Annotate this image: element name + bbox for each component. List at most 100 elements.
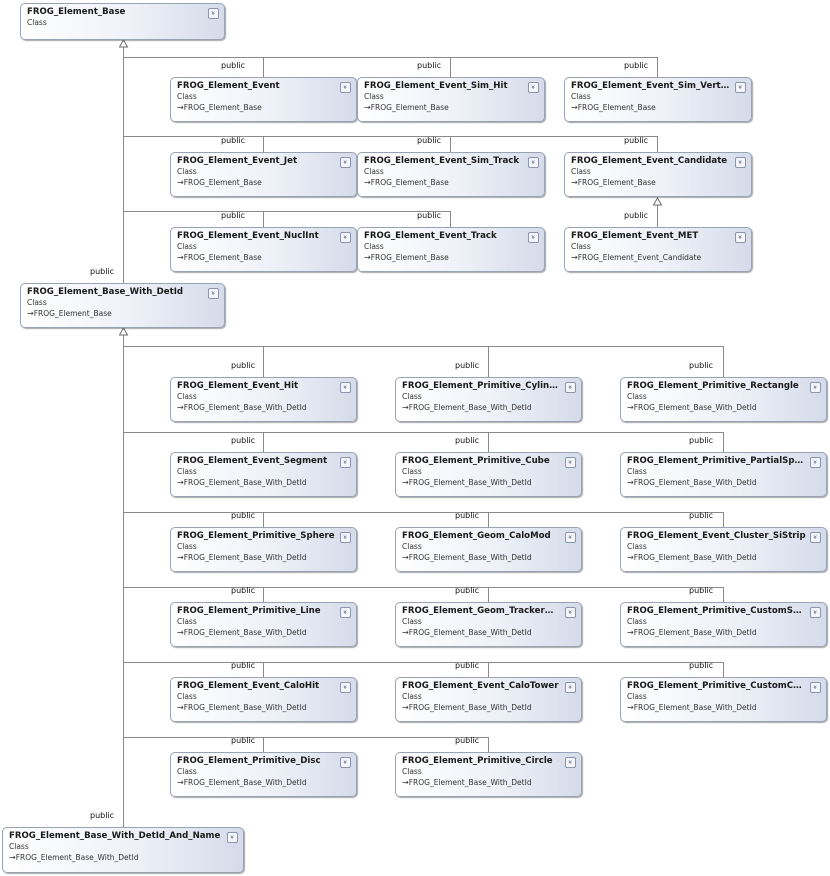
collapse-chevron-icon[interactable]: »: [810, 532, 821, 543]
relation-public-label: public: [455, 736, 480, 745]
base-class-name: FROG_Element_Base: [183, 253, 262, 262]
class-name: FROG_Element_Event_CaloTower: [402, 681, 559, 691]
relation-public-label: public: [231, 661, 256, 670]
collapse-chevron-icon[interactable]: »: [528, 157, 539, 168]
collapse-chevron-icon[interactable]: »: [528, 82, 539, 93]
collapse-chevron-icon[interactable]: »: [735, 232, 746, 243]
collapse-chevron-icon[interactable]: »: [227, 832, 238, 843]
base-class-name: FROG_Element_Base: [577, 103, 656, 112]
class-name: FROG_Element_Event_MET: [571, 231, 699, 241]
collapse-chevron-icon[interactable]: »: [565, 757, 576, 768]
base-class-name: FROG_Element_Base_With_DetId: [408, 703, 532, 712]
collapse-chevron-icon[interactable]: »: [340, 682, 351, 693]
collapse-chevron-icon[interactable]: »: [208, 288, 219, 299]
collapse-chevron-icon[interactable]: »: [528, 232, 539, 243]
base-class-name: FROG_Element_Base: [370, 253, 449, 262]
inherits-arrow-icon: →: [9, 853, 16, 862]
class-name: FROG_Element_Primitive_Sphere: [177, 531, 335, 541]
collapse-chevron-icon[interactable]: »: [340, 457, 351, 468]
inherits-arrow-icon: →: [627, 403, 634, 412]
collapse-chevron-icon[interactable]: »: [810, 457, 821, 468]
class-name: FROG_Element_Geom_CaloMod: [402, 531, 551, 541]
collapse-chevron-icon[interactable]: »: [565, 457, 576, 468]
base-class-ref: →FROG_Element_Base: [364, 102, 538, 113]
relation-public-label: public: [417, 61, 442, 70]
collapse-chevron-icon[interactable]: »: [208, 8, 219, 19]
class-stereotype: Class: [402, 542, 422, 551]
inherits-arrow-icon: →: [627, 628, 634, 637]
collapse-chevron-icon[interactable]: »: [810, 682, 821, 693]
base-class-name: FROG_Element_Base_With_DetId: [408, 778, 532, 787]
collapse-chevron-icon[interactable]: »: [340, 532, 351, 543]
inherits-arrow-icon: →: [177, 703, 184, 712]
relation-public-label: public: [689, 511, 714, 520]
relation-public-label: public: [231, 436, 256, 445]
collapse-chevron-icon[interactable]: »: [565, 607, 576, 618]
base-class-name: FROG_Element_Base_With_DetId: [633, 403, 757, 412]
relation-public-label: public: [624, 136, 649, 145]
collapse-chevron-icon[interactable]: »: [565, 532, 576, 543]
collapse-chevron-icon[interactable]: »: [735, 157, 746, 168]
collapse-chevron-icon[interactable]: »: [340, 232, 351, 243]
base-class-name: FROG_Element_Base: [577, 178, 656, 187]
base-class-name: FROG_Element_Base_With_DetId: [633, 703, 757, 712]
relation-public-label: public: [221, 136, 246, 145]
relation-public-label: public: [90, 811, 115, 820]
collapse-chevron-icon[interactable]: »: [340, 157, 351, 168]
base-class-ref: →FROG_Element_Base_With_DetId: [627, 627, 820, 638]
collapse-chevron-icon[interactable]: »: [810, 607, 821, 618]
collapse-chevron-icon[interactable]: »: [565, 682, 576, 693]
class-stereotype: Class: [27, 18, 47, 27]
base-class-name: FROG_Element_Base_With_DetId: [633, 478, 757, 487]
collapse-chevron-icon[interactable]: »: [340, 382, 351, 393]
base-class-ref: →FROG_Element_Event_Candidate: [571, 252, 745, 263]
base-class-ref: →FROG_Element_Base_With_DetId: [627, 552, 820, 563]
class-name: FROG_Element_Event_CaloHit: [177, 681, 320, 691]
collapse-chevron-icon[interactable]: »: [735, 82, 746, 93]
base-class-name: FROG_Element_Base_With_DetId: [183, 703, 307, 712]
collapse-chevron-icon[interactable]: »: [340, 757, 351, 768]
class-box-frog-element-primitive-customsur[interactable]: FROG_Element_Primitive_CustomSur...Class…: [620, 602, 827, 647]
collapse-chevron-icon[interactable]: »: [340, 607, 351, 618]
inherits-arrow-icon: →: [402, 628, 409, 637]
base-class-name: FROG_Element_Base_With_DetId: [408, 553, 532, 562]
class-name: FROG_Element_Primitive_Cylinder: [402, 381, 566, 391]
collapse-chevron-icon[interactable]: »: [565, 382, 576, 393]
collapse-chevron-icon[interactable]: »: [810, 382, 821, 393]
class-stereotype: Class: [402, 767, 422, 776]
class-name: FROG_Element_Primitive_Circle: [402, 756, 553, 766]
inherits-arrow-icon: →: [177, 628, 184, 637]
collapse-chevron-icon[interactable]: »: [340, 82, 351, 93]
inherits-arrow-icon: →: [177, 178, 184, 187]
class-box-frog-element-primitive-partialsph[interactable]: FROG_Element_Primitive_PartialSph...Clas…: [620, 452, 827, 497]
inherits-arrow-icon: →: [364, 178, 371, 187]
class-stereotype: Class: [627, 617, 647, 626]
